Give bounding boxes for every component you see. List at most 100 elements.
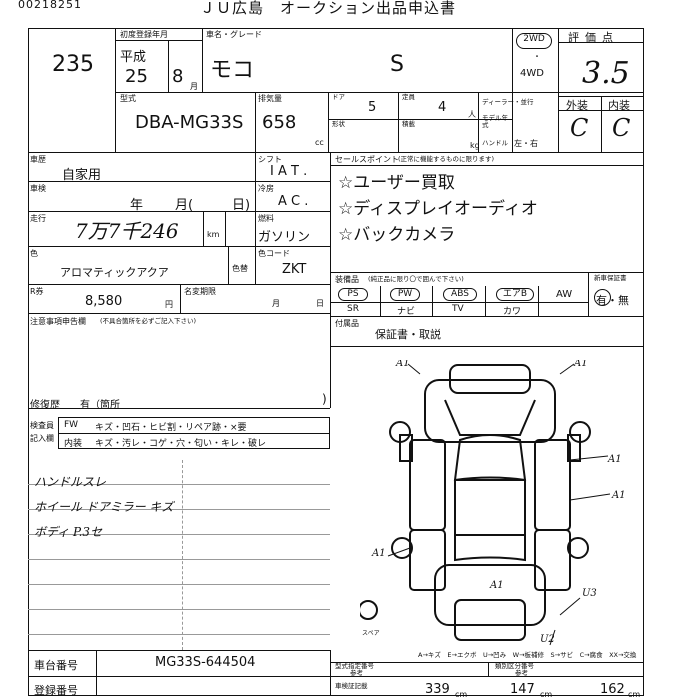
exterior-value: C xyxy=(570,114,589,142)
registration-label: 初度登録年月 xyxy=(120,30,168,39)
inspection-label: 車検 xyxy=(30,184,46,193)
notes-label: 注意事項申告欄 xyxy=(30,317,86,326)
inspector-label-2: 記入欄 xyxy=(30,434,54,443)
fuel-label: 燃料 xyxy=(258,214,274,223)
warranty-date-label: 名変期限 xyxy=(184,287,216,296)
model-grade: S xyxy=(390,52,404,77)
model-label: 車名・グレード xyxy=(206,30,262,39)
model-name: モコ xyxy=(210,58,255,83)
damage-mark-1: A1 xyxy=(395,360,410,369)
spec-number-label: 型式指定番号 xyxy=(335,662,374,670)
inspection-month: 月( xyxy=(175,198,194,213)
color-change-label: 色替 xyxy=(232,264,248,273)
equipment-label: 装備品 xyxy=(335,275,359,284)
inspection-day: 日) xyxy=(232,198,251,213)
inspector-label-1: 検査員 xyxy=(30,421,54,430)
new-warranty-label: 新車保証書 xyxy=(594,274,627,282)
recycle-label: R券 xyxy=(30,287,44,296)
equipment-abs: ABS xyxy=(443,288,477,301)
class-number-label: 類別区分番号 xyxy=(495,662,534,670)
mileage-value: 7万7千246 xyxy=(75,219,179,243)
color-label: 色 xyxy=(30,249,38,258)
registration-month-suffix: 月 xyxy=(190,82,198,91)
accessories-value: 保証書・取説 xyxy=(375,328,441,341)
registration-month: 8 xyxy=(172,66,184,87)
ac-value: A C . xyxy=(278,194,309,209)
displacement-unit: cc xyxy=(315,138,324,147)
notes-sub: (不具合箇所を必ずご記入下さい) xyxy=(100,317,197,325)
car-damage-diagram: A1 A1 A1 A1 A1 U3 U2 A1 スペア xyxy=(360,360,626,646)
damage-mark-7: U2 xyxy=(540,634,555,645)
interior-value: C xyxy=(612,114,631,142)
damage-mark-2: A1 xyxy=(573,360,588,369)
chassis-label: 車台番号 xyxy=(34,659,78,672)
accessories-label: 付属品 xyxy=(335,319,359,328)
dealer-label: ディーラー・並行 xyxy=(482,98,534,106)
mileage-label: 走行 xyxy=(30,214,46,223)
length-value: 339 xyxy=(425,682,450,697)
mileage-unit: km xyxy=(207,230,220,239)
repair-label: 修復歴 xyxy=(30,400,60,411)
warranty-month: 月 xyxy=(272,299,280,308)
inspector-note-1: ハンドルスレ xyxy=(34,475,107,489)
displacement-value: 658 xyxy=(262,112,297,133)
doors-value: 5 xyxy=(368,100,377,115)
score-value: 3.5 xyxy=(582,56,630,91)
interior-label: 内装 xyxy=(608,99,630,112)
sales-point-1: ☆ユーザー買取 xyxy=(338,173,455,193)
recycle-unit: 円 xyxy=(165,300,173,309)
spec-number-sub: 参考 xyxy=(350,669,363,677)
loading-unit: kg xyxy=(470,141,480,150)
sales-points-sub: (正常に機能するものに限ります) xyxy=(398,155,495,163)
damage-mark-3: A1 xyxy=(607,454,622,465)
model-year-label: モデル年式 xyxy=(482,114,508,129)
drive-4wd: 4WD xyxy=(520,68,544,79)
damage-mark-6: U3 xyxy=(582,588,597,599)
length-unit: cm xyxy=(455,690,468,699)
type-value: DBA-MG33S xyxy=(135,112,244,133)
chassis-shape-label: 形状 xyxy=(332,120,345,128)
steering-value: 左・右 xyxy=(514,139,538,148)
loading-label: 積載 xyxy=(402,120,415,128)
inspector-note-3: ボディ P.3セ xyxy=(34,525,103,539)
capacity-value: 4 xyxy=(438,100,447,115)
sales-point-2: ☆ディスプレイオーディオ xyxy=(338,199,538,219)
recycle-value: 8,580 xyxy=(85,294,123,309)
displacement-label: 排気量 xyxy=(258,94,282,103)
exterior-label: 外装 xyxy=(566,99,588,112)
equipment-aw: AW xyxy=(556,289,573,300)
color-code-value: ZKT xyxy=(282,262,307,277)
size-label: 車検証記載 xyxy=(335,682,368,690)
equipment-ps: PS xyxy=(338,288,368,301)
type-label: 型式 xyxy=(120,94,136,103)
registration-year: 25 xyxy=(125,66,148,87)
width-unit: cm xyxy=(540,690,553,699)
damage-mark-8: A1 xyxy=(489,580,504,591)
spare-label: スペア xyxy=(362,630,380,637)
height-value: 162 xyxy=(600,682,625,697)
inspection-year: 年 xyxy=(130,198,144,213)
form-title: ＪＵ広島 オークション出品申込書 xyxy=(200,0,457,17)
capacity-unit: 人 xyxy=(468,110,476,119)
warranty-day: 日 xyxy=(316,299,324,308)
registration-number-label: 登録番号 xyxy=(34,684,78,697)
usage-value: 自家用 xyxy=(62,168,102,183)
serial-number: 00218251 xyxy=(18,0,82,11)
inspector-note-2: ホイール ドアミラー キズ xyxy=(34,500,174,514)
inspector-row2-label: 内装 xyxy=(64,439,83,449)
shift-label: シフト xyxy=(258,155,282,164)
form-border xyxy=(28,28,644,696)
chassis-value: MG33S-644504 xyxy=(155,655,256,670)
equipment-tv: TV xyxy=(452,304,464,314)
sales-points-label: セールスポイント xyxy=(335,155,399,164)
inspector-row2: キズ・汚レ・コゲ・穴・匂い・キレ・破レ xyxy=(95,439,267,449)
ac-label: 冷房 xyxy=(258,184,274,193)
score-label: 評価点 xyxy=(568,31,619,44)
color-value: アロマティックアクア xyxy=(60,266,169,279)
equipment-pw: PW xyxy=(390,288,420,301)
equipment-airbag: エアB xyxy=(496,288,534,301)
class-number-sub: 参考 xyxy=(515,669,528,677)
fuel-value: ガソリン xyxy=(258,230,311,245)
steering-label: ハンドル xyxy=(482,139,508,147)
usage-label: 車歴 xyxy=(30,155,46,164)
